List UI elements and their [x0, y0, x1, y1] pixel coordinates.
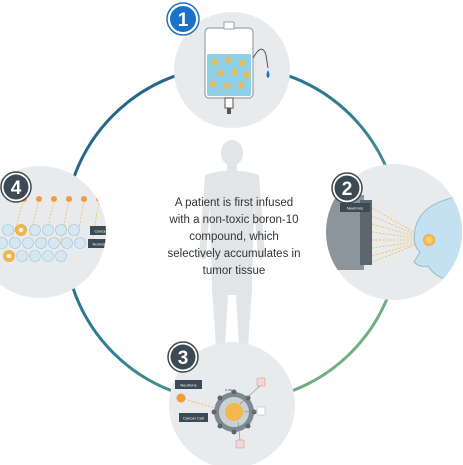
incoming-neutron	[176, 393, 186, 403]
cell-field	[0, 224, 86, 262]
svg-text:Cancer Cell: Cancer Cell	[95, 229, 116, 234]
step-1-illustration	[174, 12, 290, 128]
tumor	[423, 234, 435, 246]
step-3-illustration: α ray Neutrons Cancer Cell	[169, 342, 295, 465]
step-2-badge: 2	[331, 172, 363, 204]
step-1-number: 1	[178, 10, 189, 31]
step-3-badge: 3	[167, 341, 199, 373]
iv-drip	[266, 70, 270, 78]
neutrons-label: Neutrons	[340, 203, 370, 212]
center-line-2: with a non-toxic boron-10	[169, 214, 299, 226]
step-4-badge: 4	[0, 171, 32, 203]
step-3-neutrons-label: Neutrons	[175, 380, 202, 389]
step-4-number: 4	[11, 178, 22, 199]
patient-head	[413, 194, 462, 282]
patient-silhouette	[199, 140, 265, 362]
center-line-4: selectively accumulates in	[167, 248, 301, 260]
svg-text:Neutrons: Neutrons	[347, 206, 363, 211]
step-4-illustration: Cancer Cell Normal Cell	[0, 166, 116, 298]
step-2-number: 2	[342, 179, 353, 200]
svg-text:Normal Cell: Normal Cell	[93, 242, 114, 247]
center-line-3: compound, which	[189, 231, 279, 243]
center-line-1: A patient is first infused	[174, 197, 294, 209]
center-line-5: tumor tissue	[202, 265, 266, 277]
cancer-cell-label: Cancer Cell	[90, 226, 116, 235]
iv-tube	[252, 48, 269, 69]
step-1-badge: 1	[166, 2, 200, 36]
boron-compound-dots	[210, 57, 250, 89]
normal-cell-label: Normal Cell	[88, 239, 114, 248]
svg-text:α ray: α ray	[225, 388, 233, 392]
step-3-number: 3	[178, 348, 189, 369]
step-3-cancer-cell-label: Cancer Cell	[179, 413, 208, 422]
step-2-illustration: Neutrons	[326, 164, 462, 300]
center-description: A patient is first infused with a non-to…	[150, 195, 318, 280]
svg-text:Neutrons: Neutrons	[180, 383, 196, 388]
svg-text:Cancer Cell: Cancer Cell	[183, 416, 204, 421]
